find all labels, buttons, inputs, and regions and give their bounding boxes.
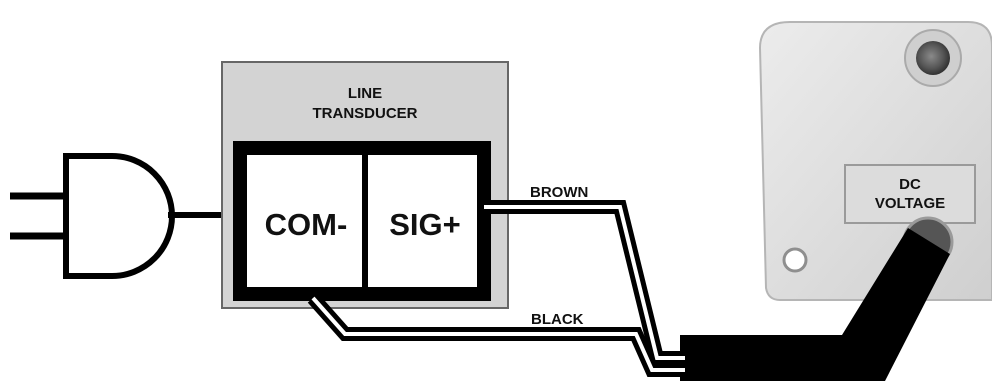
cable-jacket (680, 228, 950, 381)
brown-wire-label: BROWN (530, 184, 588, 201)
terminal-com-label: COM- (265, 207, 348, 242)
sensor-label-line1: DC (899, 176, 921, 193)
terminal-sig-label: SIG+ (389, 207, 461, 242)
dc-voltage-sensor: DC VOLTAGE (758, 21, 992, 301)
transducer-title-line2: TRANSDUCER (313, 105, 418, 122)
mounting-hole-icon (782, 247, 808, 273)
transducer-title-line1: LINE (348, 85, 382, 102)
sensor-label-plate (844, 164, 976, 224)
plug-icon (10, 153, 175, 279)
sensor-label-line2: VOLTAGE (875, 195, 945, 212)
line-transducer: LINE TRANSDUCER COM- SIG+ (221, 61, 509, 309)
black-wire-label: BLACK (531, 311, 584, 328)
